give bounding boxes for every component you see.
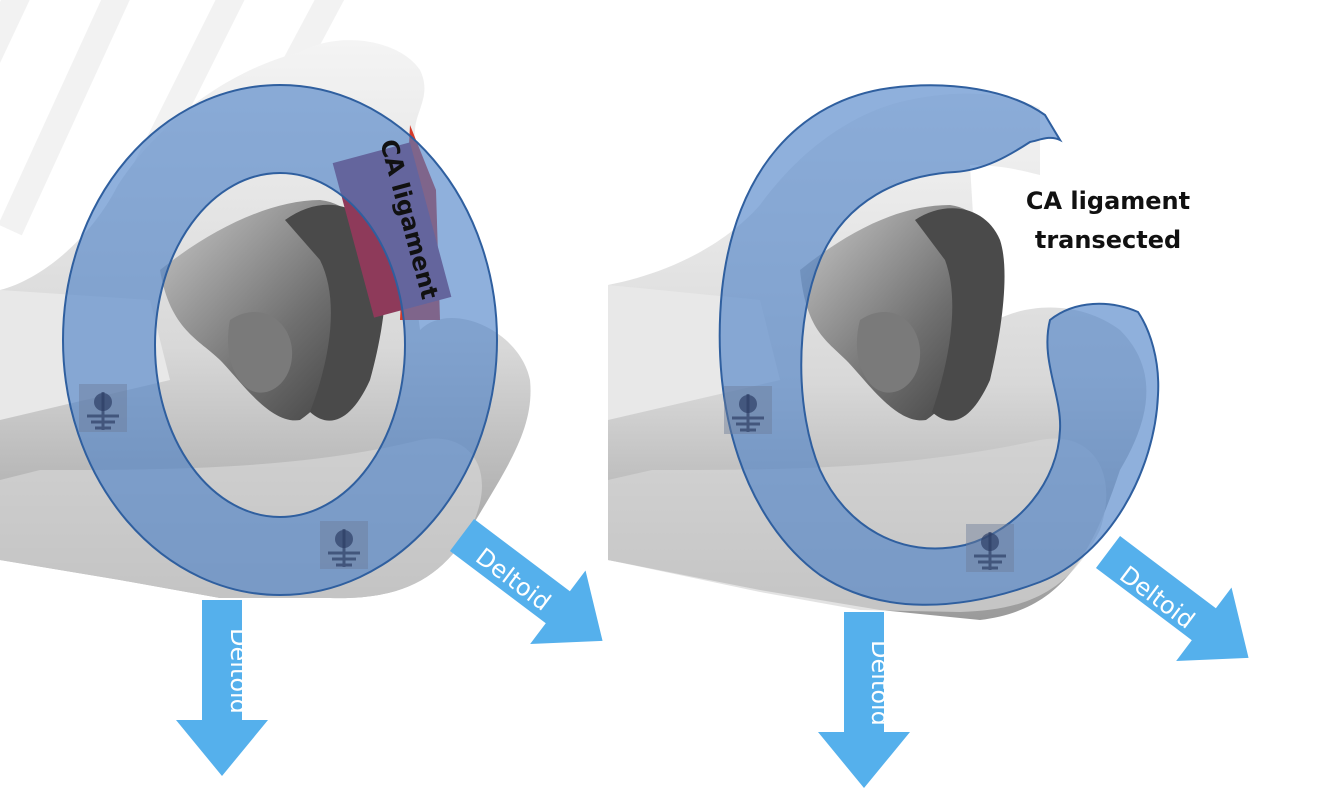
- transected-label-line1: CA ligament: [1026, 187, 1190, 215]
- marker-icon: [722, 384, 774, 436]
- ring-open: [718, 84, 1160, 606]
- panel-right: CA ligament transected Deltoid Deltoid: [608, 84, 1277, 788]
- transected-label-line2: transected: [1035, 226, 1181, 254]
- deltoid-arrow-label: Deltoid: [866, 640, 894, 726]
- arrow-down-icon: [818, 612, 910, 788]
- arrow-down-icon: [176, 600, 268, 776]
- marker-icon: [77, 382, 129, 434]
- ring-closed: [61, 84, 499, 596]
- deltoid-arrow-label: Deltoid: [225, 628, 253, 714]
- panel-left: CA ligament Deltoid Deltoid: [0, 40, 631, 776]
- marker-icon: [964, 522, 1016, 574]
- marker-icon: [318, 519, 370, 571]
